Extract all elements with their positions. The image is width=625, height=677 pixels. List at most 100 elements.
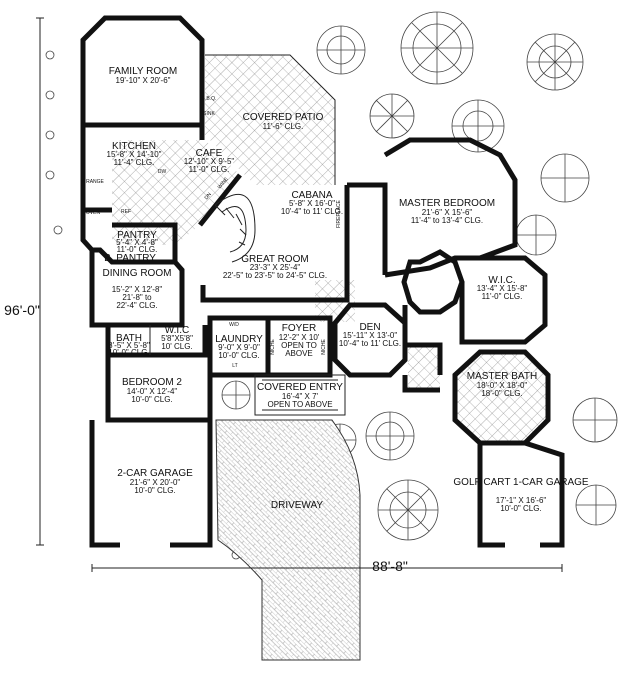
- walls: [80, 15, 565, 548]
- wd-label: W/D: [229, 322, 239, 328]
- covered-entry-size: 16'-4" X 7': [282, 392, 319, 401]
- kitchen-ceiling: 11'-4" CLG.: [114, 158, 155, 167]
- b-pantry-name: B. PANTRY: [104, 253, 156, 264]
- dimension-lines: [36, 17, 563, 572]
- great-room-ceiling: 22'-5" to 23'-5" to 24'-5" CLG.: [223, 271, 327, 280]
- niche-right-label: NICHE: [321, 339, 327, 355]
- driveway-paving: [215, 419, 361, 661]
- tree-icon: [316, 25, 366, 75]
- tree-icon: [572, 397, 618, 443]
- tree-icon: [575, 484, 617, 526]
- dining-room-name: DINING ROOM: [103, 268, 172, 279]
- pantry-ceiling: 11'-0" CLG.: [117, 245, 158, 254]
- garage-2car-size: 21'-6" X 20'-0": [130, 478, 181, 487]
- staircase: [214, 194, 256, 263]
- tree-icon: [400, 11, 474, 85]
- room-labels: FAMILY ROOM 19'-10" X 20'-6" COVERED PAT…: [103, 66, 589, 513]
- wic-small-ceiling: 10' CLG.: [161, 342, 192, 351]
- tree-icon: [45, 50, 63, 235]
- bath-size: 8'-5" X 5'-8": [108, 341, 150, 350]
- tree-icon: [221, 380, 251, 410]
- sink-label: SINK: [203, 111, 215, 117]
- wic-size: 13'-4" X 15'-8": [477, 284, 528, 293]
- landscape-trees: [45, 11, 618, 560]
- family-room-name: FAMILY ROOM: [109, 66, 178, 77]
- den-size: 15'-11" X 13'-0": [343, 331, 398, 340]
- covered-patio-size: 11'-6" CLG.: [263, 122, 304, 131]
- tree-icon: [377, 479, 439, 541]
- garage-2car-ceiling: 10'-0" CLG.: [134, 486, 175, 495]
- dw-label: DW: [158, 169, 167, 175]
- master-bedroom-ceiling: 11'-4" to 13'-4" CLG.: [411, 216, 483, 225]
- golf-cart-garage-size: 17'-1" X 16'-6": [496, 496, 547, 505]
- den-ceiling: 10'-4" to 11' CLG.: [339, 339, 401, 348]
- tree-icon: [540, 153, 590, 203]
- master-bath-ceiling: 18'-0" CLG.: [481, 389, 522, 398]
- foyer-name: FOYER: [282, 323, 316, 334]
- covered-patio-name: COVERED PATIO: [243, 112, 324, 123]
- bedroom-2-name: BEDROOM 2: [122, 377, 182, 388]
- range-label: RANGE: [86, 179, 104, 185]
- master-bath-size: 18'-0" X 18'-0": [477, 381, 528, 390]
- kitchen-size: 15'-8" X 14'-10": [107, 150, 162, 159]
- golf-cart-garage-ceiling: 10'-0" CLG.: [500, 504, 541, 513]
- laundry-size: 9'-0" X 9'-0": [218, 343, 260, 352]
- bedroom-2-ceiling: 10'-0" CLG.: [131, 395, 172, 404]
- covered-entry-name: COVERED ENTRY: [257, 382, 343, 393]
- wic-small-size: 5'8"X5'8": [161, 334, 193, 343]
- hall-floor: [408, 345, 440, 390]
- wic-small-name: W.I.C: [165, 325, 189, 336]
- cafe-size: 12'-10" X 9'-5": [184, 157, 235, 166]
- master-bedroom-name: MASTER BEDROOM: [399, 198, 495, 209]
- foyer-size: 12'-2" X 10': [279, 333, 320, 342]
- garage-2car-name: 2-CAR GARAGE: [117, 468, 193, 479]
- bath-name: BATH: [116, 333, 142, 344]
- stair-label: DN: [204, 191, 213, 201]
- family-room-size: 19'-10" X 20'-6": [116, 76, 171, 85]
- covered-patio-floor: [205, 55, 335, 185]
- kitchen-floor: [112, 140, 240, 245]
- driveway-name: DRIVEWAY: [271, 500, 324, 511]
- ref-label: REF: [121, 209, 131, 215]
- great-room-size: 23'-3" X 25'-4": [250, 263, 301, 272]
- master-bath-floor: [455, 352, 548, 443]
- den-name: DEN: [359, 322, 380, 333]
- dining-room-ceiling-2: 22'-4" CLG.: [116, 301, 157, 310]
- svg-text:FAMILY ROOM: FAMILY ROOM: [109, 66, 178, 77]
- golf-cart-garage-name: GOLF CART 1-CAR GARAGE: [453, 477, 589, 488]
- bedroom-2-size: 14'-0" X 12'-4": [127, 387, 178, 396]
- cabana-name: CABANA: [291, 190, 332, 201]
- laundry-name: LAUNDRY: [215, 334, 263, 345]
- foyer-above: ABOVE: [285, 349, 313, 358]
- bbq-label: B.B.Q.: [202, 96, 217, 102]
- width-dimension: 88'-8": [372, 558, 408, 574]
- laundry-ceiling: 10'-0" CLG.: [218, 351, 259, 360]
- great-room-name: GREAT ROOM: [241, 254, 308, 265]
- cafe-ceiling: 11'-0" CLG.: [189, 165, 230, 174]
- dining-room-ceiling-1: 21'-8" to: [122, 293, 152, 302]
- master-bedroom-size: 21'-6" X 15'-6": [422, 208, 473, 217]
- master-bath-name: MASTER BATH: [467, 371, 537, 382]
- oven-label: OVEN: [86, 210, 101, 216]
- wic-ceiling: 11'-0" CLG.: [482, 292, 523, 301]
- tree-icon: [526, 33, 584, 91]
- lt-label: LT: [232, 363, 237, 369]
- cafe-name: CAFE: [196, 148, 223, 159]
- tree-icon: [369, 93, 415, 139]
- cabana-ceiling: 10'-4" to 11' CLG.: [281, 207, 343, 216]
- pantry-size: 5'-4" X 4'-8": [116, 238, 158, 247]
- tree-icon: [365, 411, 415, 461]
- fireplace-label: FIREPLACE: [336, 199, 342, 227]
- dining-room-size: 15'-2" X 12'-8": [112, 285, 163, 294]
- kitchen-name: KITCHEN: [112, 141, 156, 152]
- covered-entry-open: OPEN TO ABOVE: [267, 400, 332, 409]
- depth-dimension: 96'-0": [4, 302, 40, 318]
- wic-name: W.I.C.: [488, 275, 515, 286]
- pantry-name: PANTRY: [117, 230, 157, 241]
- cabana-size: 5'-8" X 16'-0": [289, 199, 335, 208]
- bath-ceiling: 10'-0" CLG.: [108, 348, 149, 357]
- niche-left-label: NICHE: [270, 339, 276, 355]
- foyer-open: OPEN TO: [281, 341, 317, 350]
- tree-icon: [515, 214, 557, 256]
